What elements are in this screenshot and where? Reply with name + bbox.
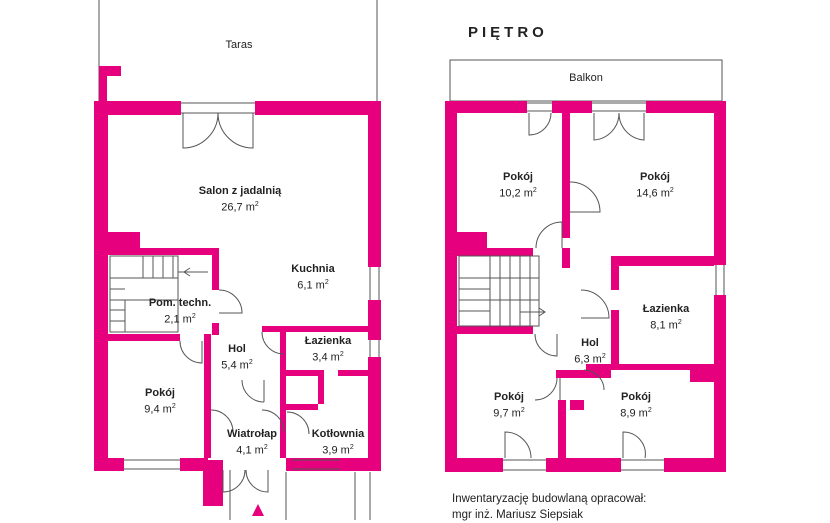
credit-line-2: mgr inż. Mariusz Siepsiak	[452, 509, 584, 521]
room-wiatrolap: Wiatrołap 4,1 m2	[212, 427, 292, 458]
first-floor-fixtures	[458, 102, 725, 471]
room-kuchnia-area: 6,1 m2	[297, 279, 329, 292]
room-lazienka-first-area: 8,1 m2	[650, 319, 682, 332]
room-pokoj-3: Pokój 9,7 m2	[469, 390, 549, 421]
room-hol-first-area: 6,3 m2	[574, 353, 606, 366]
room-pokoj-3-area: 9,7 m2	[493, 407, 525, 420]
room-hol-ground-name: Hol	[228, 343, 246, 355]
ground-floor-walls	[94, 66, 381, 506]
room-salon: Salon z jadalnią 26,7 m2	[185, 184, 295, 215]
room-pokoj-2: Pokój 14,6 m2	[615, 170, 695, 201]
room-kuchnia: Kuchnia 6,1 m2	[278, 262, 348, 293]
entrance-arrow-icon	[252, 504, 264, 516]
room-pokoj-2-area: 14,6 m2	[636, 187, 674, 200]
terrace-name: Taras	[225, 39, 253, 51]
room-kotlownia: Kotłownia 3,9 m2	[298, 427, 378, 458]
room-hol-ground: Hol 5,4 m2	[212, 342, 262, 373]
room-lazienka-first: Łazienka 8,1 m2	[626, 302, 706, 333]
room-pokoj-ground-area: 9,4 m2	[144, 403, 176, 416]
room-kotlownia-name: Kotłownia	[311, 428, 365, 440]
room-kotlownia-area: 3,9 m2	[322, 444, 354, 457]
first-floor-walls	[445, 101, 726, 472]
room-pokoj-1-name: Pokój	[503, 171, 533, 183]
room-lazienka-ground-name: Łazienka	[304, 335, 352, 347]
room-pom-techn: Pom. techn. 2,1 m2	[140, 296, 220, 327]
floor-title: PIĘTRO	[468, 24, 548, 41]
room-pokoj-4-name: Pokój	[621, 391, 651, 403]
room-pokoj-ground: Pokój 9,4 m2	[120, 386, 200, 417]
balcony-name: Balkon	[569, 72, 603, 84]
terrace-label: Taras	[209, 38, 269, 52]
room-hol-first-name: Hol	[581, 337, 599, 349]
credit-line-1: Inwentaryzację budowlaną opracował:	[452, 493, 647, 505]
room-hol-ground-area: 5,4 m2	[221, 359, 253, 372]
room-pokoj-ground-name: Pokój	[145, 387, 175, 399]
room-pokoj-4-area: 8,9 m2	[620, 407, 652, 420]
room-hol-first: Hol 6,3 m2	[560, 336, 620, 367]
room-pokoj-4: Pokój 8,9 m2	[596, 390, 676, 421]
room-salon-name: Salon z jadalnią	[198, 185, 282, 197]
room-pokoj-1-area: 10,2 m2	[499, 187, 537, 200]
room-pokoj-3-name: Pokój	[494, 391, 524, 403]
ground-floor-fixtures	[109, 102, 380, 520]
room-salon-area: 26,7 m2	[221, 201, 259, 214]
room-pom-techn-name: Pom. techn.	[148, 297, 212, 309]
room-kuchnia-name: Kuchnia	[291, 263, 335, 275]
room-wiatrolap-name: Wiatrołap	[226, 428, 277, 440]
balcony-label: Balkon	[556, 71, 616, 85]
room-lazienka-first-name: Łazienka	[642, 303, 690, 315]
room-lazienka-ground-area: 3,4 m2	[312, 351, 344, 364]
room-pokoj-2-name: Pokój	[640, 171, 670, 183]
room-lazienka-ground: Łazienka 3,4 m2	[288, 334, 368, 365]
first-floor-plan	[445, 59, 726, 472]
room-pom-techn-area: 2,1 m2	[164, 313, 196, 326]
room-pokoj-1: Pokój 10,2 m2	[478, 170, 558, 201]
room-wiatrolap-area: 4,1 m2	[236, 444, 268, 457]
ground-floor-plan	[94, 0, 381, 520]
